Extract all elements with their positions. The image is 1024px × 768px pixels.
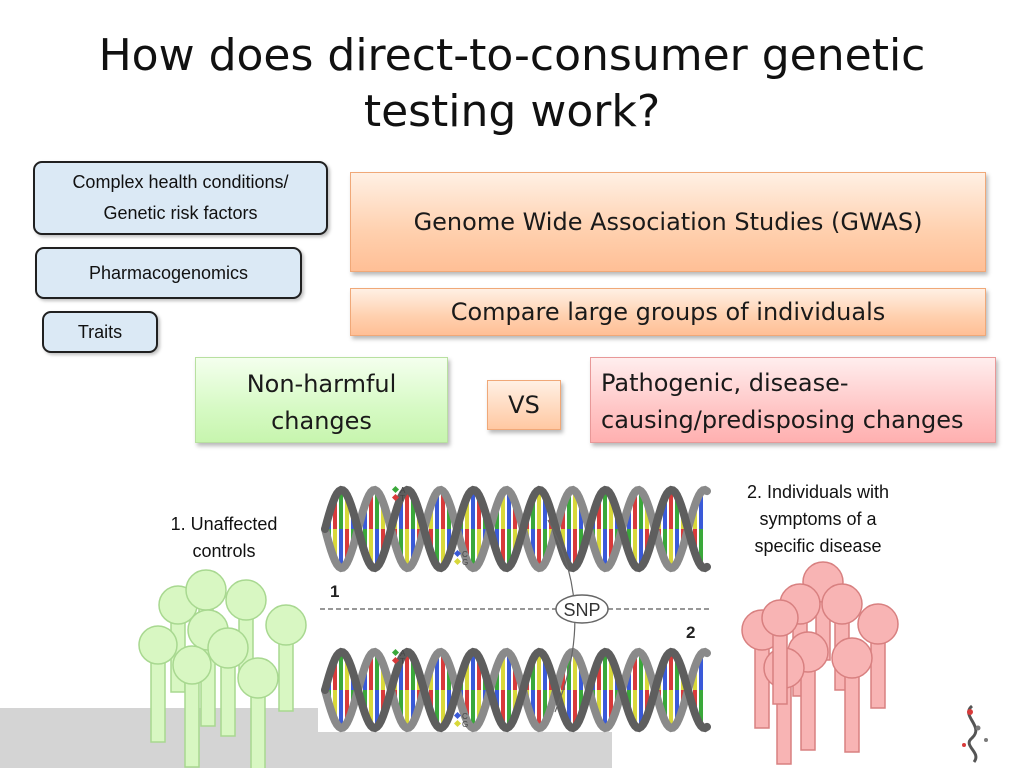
group-1-line-1: 1. Unaffected bbox=[170, 514, 278, 534]
pathogenic-box: Pathogenic, disease- causing/predisposin… bbox=[590, 357, 996, 443]
legend-g-text: G bbox=[462, 558, 468, 567]
group-2-line-2: symptoms of a bbox=[759, 509, 877, 529]
legend-c-text-2: C bbox=[462, 712, 468, 721]
title-line-1: How does direct-to-consumer genetic bbox=[98, 30, 926, 81]
pathogenic-line-1: Pathogenic, disease- bbox=[601, 369, 849, 397]
person-head bbox=[172, 645, 212, 685]
legend-t-marker bbox=[391, 493, 400, 502]
backbone-strand bbox=[321, 485, 711, 573]
backbone-strand bbox=[321, 647, 711, 733]
legend-a-marker-2 bbox=[391, 648, 400, 657]
person-head bbox=[821, 583, 863, 625]
gwas-label: Genome Wide Association Studies (GWAS) bbox=[413, 208, 923, 236]
title-line-2: testing work? bbox=[363, 86, 661, 137]
vs-label: VS bbox=[508, 391, 540, 419]
logo-dot-2 bbox=[975, 725, 981, 731]
compare-label: Compare large groups of individuals bbox=[450, 298, 886, 326]
vs-box: VS bbox=[487, 380, 561, 430]
legend-c-marker-2 bbox=[453, 711, 462, 720]
person-figure bbox=[207, 627, 249, 737]
person-body bbox=[150, 661, 166, 743]
backbone-strand bbox=[321, 485, 711, 573]
person-head bbox=[207, 627, 249, 669]
person-head bbox=[265, 604, 307, 646]
person-body bbox=[220, 665, 236, 737]
person-figure bbox=[265, 604, 307, 712]
legend-a-text-2: A bbox=[400, 649, 406, 658]
legend-g-marker bbox=[453, 557, 462, 566]
legend-t-marker-2 bbox=[391, 656, 400, 665]
legend-g-text-2: G bbox=[462, 720, 468, 729]
category-traits: Traits bbox=[42, 311, 158, 353]
snp-bubble bbox=[555, 594, 609, 624]
base-legend-bottom: A T C G bbox=[391, 648, 468, 729]
person-head bbox=[831, 637, 873, 679]
legend-g-marker-2 bbox=[453, 719, 462, 728]
person-figure bbox=[172, 645, 212, 768]
group-1-label: 1. Unaffected controls bbox=[134, 511, 314, 565]
person-body bbox=[772, 633, 788, 705]
person-body bbox=[870, 641, 886, 709]
compare-box: Compare large groups of individuals bbox=[350, 288, 986, 336]
person-head bbox=[857, 603, 899, 645]
category-traits-label: Traits bbox=[77, 321, 123, 342]
dna-label-2: 2 bbox=[686, 623, 695, 642]
person-figure bbox=[831, 637, 873, 753]
legend-t-text-2: T bbox=[400, 657, 405, 666]
category-complex-line-2: Genetic risk factors bbox=[103, 203, 258, 223]
category-complex-line-1: Complex health conditions/ bbox=[72, 172, 289, 192]
non-harmful-line-2: changes bbox=[271, 407, 372, 435]
category-complex-health: Complex health conditions/ Genetic risk … bbox=[33, 161, 328, 235]
person-head bbox=[138, 625, 178, 665]
person-head bbox=[237, 657, 279, 699]
group-2-line-1: 2. Individuals with bbox=[746, 482, 890, 502]
unaffected-controls-group bbox=[138, 569, 307, 768]
logo-mark bbox=[962, 704, 988, 763]
person-head bbox=[761, 599, 799, 637]
gwas-box: Genome Wide Association Studies (GWAS) bbox=[350, 172, 986, 272]
dna-helix-2 bbox=[321, 647, 711, 733]
legend-c-marker bbox=[453, 549, 462, 558]
person-body bbox=[800, 669, 816, 751]
backbone-strand bbox=[321, 647, 711, 733]
dna-label-1: 1 bbox=[330, 582, 339, 601]
person-figure bbox=[857, 603, 899, 709]
person-figure bbox=[237, 657, 279, 768]
legend-t-text: T bbox=[400, 494, 405, 503]
logo-dot-1 bbox=[967, 709, 973, 715]
category-pharmacogenomics-label: Pharmacogenomics bbox=[88, 262, 249, 283]
non-harmful-line-1: Non-harmful bbox=[246, 370, 397, 398]
dna-helix-1 bbox=[321, 485, 711, 573]
slide-title: How does direct-to-consumer genetic test… bbox=[0, 28, 1024, 140]
snp-label: SNP bbox=[563, 600, 600, 620]
person-body bbox=[844, 675, 860, 753]
person-figure bbox=[761, 599, 799, 705]
logo-dot-3 bbox=[984, 738, 988, 742]
group-2-label: 2. Individuals with symptoms of a specif… bbox=[718, 479, 918, 560]
category-pharmacogenomics: Pharmacogenomics bbox=[35, 247, 302, 299]
base-legend-top: A T C G bbox=[391, 485, 468, 567]
person-body bbox=[278, 642, 294, 712]
non-harmful-box: Non-harmful changes bbox=[195, 357, 448, 443]
group-2-line-3: specific disease bbox=[754, 536, 882, 556]
person-head bbox=[185, 569, 227, 611]
pathogenic-line-2: causing/predisposing changes bbox=[601, 406, 964, 434]
person-figure bbox=[138, 625, 178, 743]
affected-individuals-group bbox=[741, 561, 899, 765]
person-body bbox=[184, 681, 200, 768]
group-1-line-2: controls bbox=[192, 541, 256, 561]
logo-dot-4 bbox=[962, 743, 966, 747]
legend-a-text: A bbox=[400, 486, 406, 495]
person-head bbox=[225, 579, 267, 621]
legend-a-marker bbox=[391, 485, 400, 494]
person-body bbox=[250, 695, 266, 768]
legend-c-text: C bbox=[462, 550, 468, 559]
